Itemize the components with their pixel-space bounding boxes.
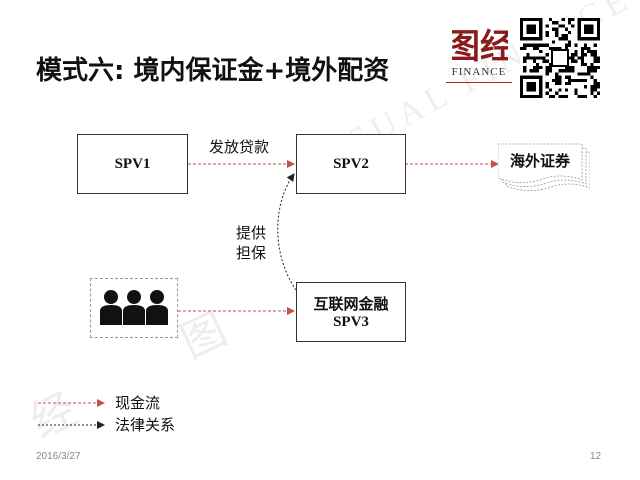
slide-date: 2016/3/27 xyxy=(36,451,81,462)
legend-legal-label: 法律关系 xyxy=(115,416,176,434)
overseas-securities-node[interactable]: 海外证券 xyxy=(498,140,590,192)
document-stack-icon xyxy=(498,143,590,191)
qr-code-icon[interactable] xyxy=(520,18,600,98)
spv3-node[interactable]: 互联网金融 SPV3 xyxy=(296,282,406,342)
slide-page-number: 12 xyxy=(590,451,602,462)
seal-mark: 图经 xyxy=(452,27,508,66)
visual-finance-logo: 图经 FINANCE xyxy=(444,22,514,100)
slide-title: 模式六: 境内保证金+境外配资 xyxy=(36,56,390,86)
spv3-label-line1: 互联网金融 xyxy=(313,297,389,313)
spv2-node[interactable]: SPV2 xyxy=(296,134,406,194)
investors-node[interactable] xyxy=(90,278,178,338)
logo-rule xyxy=(446,82,512,83)
svg-text:图经: 图经 xyxy=(452,27,508,66)
loan-edge-label: 发放贷款 xyxy=(209,138,270,156)
guarantee-legal-arrow xyxy=(277,173,297,291)
people-group-icon xyxy=(100,290,168,325)
overseas-securities-label: 海外证券 xyxy=(509,152,570,170)
guarantee-edge-label-line2: 担保 xyxy=(236,244,267,262)
spv3-label-line2: SPV3 xyxy=(333,314,369,330)
guarantee-edge-label-line1: 提供 xyxy=(236,224,267,242)
legend-cash-flow-label: 现金流 xyxy=(115,394,161,412)
logo-wordmark: FINANCE xyxy=(451,66,507,78)
spv1-node[interactable]: SPV1 xyxy=(77,134,188,194)
